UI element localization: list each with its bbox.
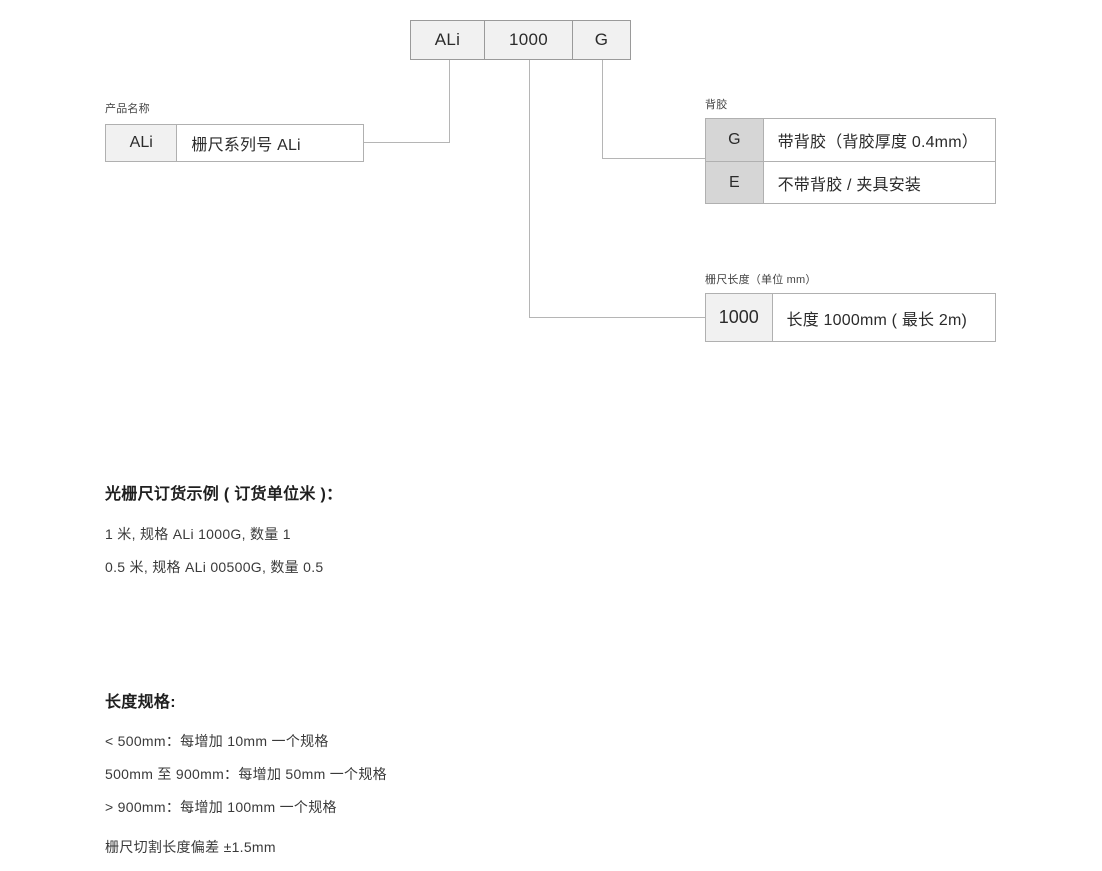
length-spec-line-1: < 500mm：每增加 10mm 一个规格 [105, 733, 329, 749]
code-segment-length[interactable]: 1000 [484, 20, 573, 60]
code-segment-adhesive[interactable]: G [572, 20, 631, 60]
length-key: 1000 [706, 294, 773, 341]
code-segment-series[interactable]: ALi [410, 20, 485, 60]
length-caption: 栅尺长度（单位 mm） [705, 274, 817, 286]
length-table: 1000 长度 1000mm ( 最长 2m) [705, 293, 996, 342]
length-spec-title: 长度规格: [105, 694, 176, 711]
connector-adhesive-horizontal [602, 158, 706, 159]
adhesive-caption: 背胶 [705, 99, 728, 111]
order-example-title: 光栅尺订货示例 ( 订货单位米 )： [105, 486, 343, 503]
length-spec-line-3: > 900mm：每增加 100mm 一个规格 [105, 799, 337, 815]
adhesive-key-e: E [706, 161, 764, 203]
length-spec-line-2: 500mm 至 900mm：每增加 50mm 一个规格 [105, 766, 387, 782]
connector-length-vertical [529, 60, 530, 317]
product-name-key: ALi [106, 125, 178, 161]
table-row: G 带背胶（背胶厚度 0.4mm） [706, 119, 995, 161]
adhesive-key-g: G [706, 119, 764, 161]
connector-adhesive-vertical [602, 60, 603, 158]
table-row: E 不带背胶 / 夹具安装 [706, 161, 995, 203]
product-name-value: 栅尺系列号 ALi [191, 137, 301, 154]
order-example-line-1: 1 米, 规格 ALi 1000G, 数量 1 [105, 526, 291, 542]
adhesive-value-e: 不带背胶 / 夹具安装 [763, 161, 995, 203]
connector-length-horizontal [529, 317, 706, 318]
product-name-caption: 产品名称 [105, 103, 150, 115]
order-example-line-2: 0.5 米, 规格 ALi 00500G, 数量 0.5 [105, 559, 324, 575]
product-name-table: ALi 栅尺系列号 ALi [105, 124, 364, 162]
connector-series-vertical [449, 60, 450, 142]
connector-series-horizontal [364, 142, 450, 143]
adhesive-value-g: 带背胶（背胶厚度 0.4mm） [777, 134, 978, 151]
length-value: 长度 1000mm ( 最长 2m) [786, 311, 968, 329]
table-row: 1000 长度 1000mm ( 最长 2m) [706, 294, 995, 341]
table-row: ALi 栅尺系列号 ALi [106, 125, 363, 161]
adhesive-table: G 带背胶（背胶厚度 0.4mm） E 不带背胶 / 夹具安装 [705, 118, 996, 204]
length-spec-note: 栅尺切割长度偏差 ±1.5mm [105, 839, 276, 855]
